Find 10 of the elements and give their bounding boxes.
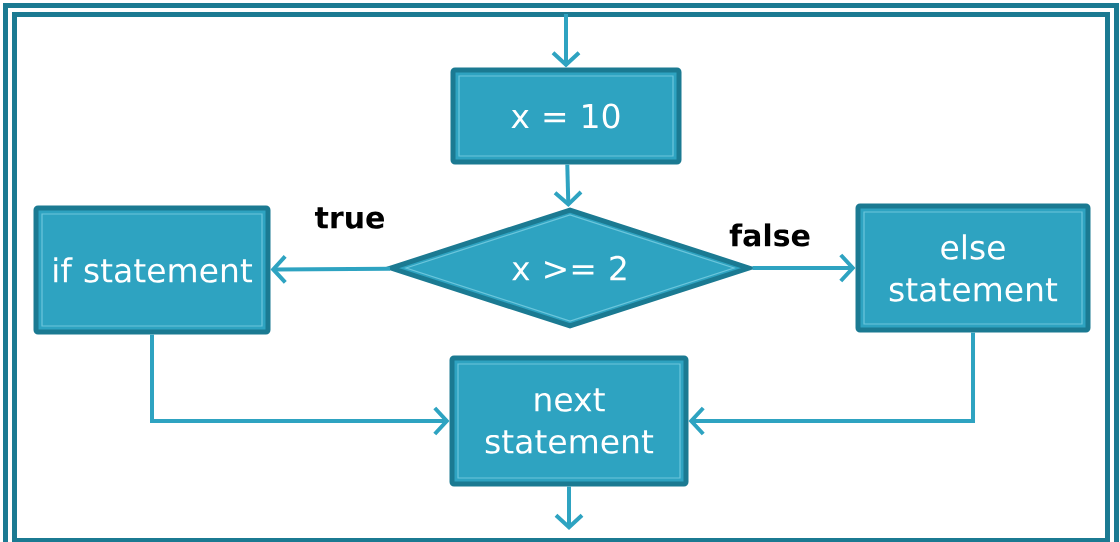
edge-label: true [312,205,388,231]
process-box: x = 10 [450,67,682,165]
process-box: next statement [449,355,689,487]
arrow [688,332,975,436]
edge-label: false [727,221,813,249]
arrow [150,334,450,436]
arrow [752,253,856,283]
arrow [270,255,391,284]
process-box: else statement [855,203,1091,333]
process-box: if statement [33,205,271,335]
